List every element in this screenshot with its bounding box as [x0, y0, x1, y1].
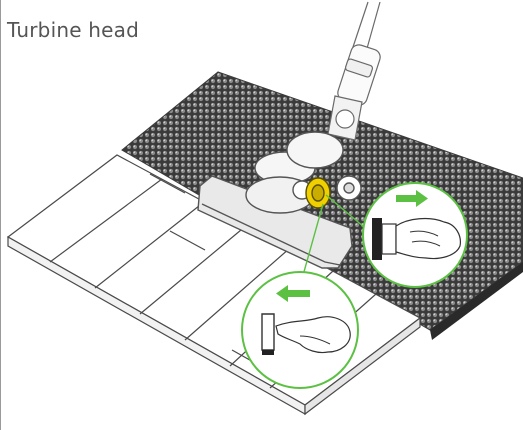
- section-title: Turbine head: [7, 18, 139, 42]
- turbine-head: [197, 131, 362, 269]
- endcap-icon: [261, 313, 275, 351]
- hand-pulling-icon: [395, 217, 461, 260]
- page-left-border: [0, 0, 1, 430]
- detach-callout: [362, 182, 468, 288]
- callout-leader-detach: [325, 194, 371, 233]
- attach-callout: [241, 271, 359, 389]
- hand-pushing-icon: [275, 316, 351, 354]
- endcap-icon: [372, 218, 382, 260]
- vacuum-wand: [327, 1, 381, 141]
- arrow-left-icon: [276, 285, 310, 302]
- arrow-right-icon: [396, 190, 428, 207]
